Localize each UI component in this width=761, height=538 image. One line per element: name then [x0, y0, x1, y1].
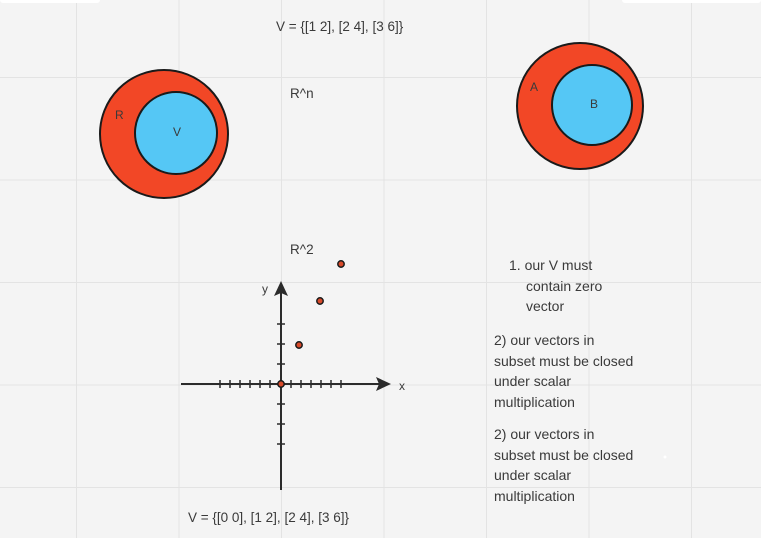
y-axis-arrowhead [274, 281, 288, 296]
note-line: 1. our V must [509, 257, 593, 273]
set-v-label: V [173, 125, 181, 139]
set-b-circle[interactable] [551, 64, 633, 146]
note-line: subset must be closed [494, 352, 634, 369]
note-line: contain zero [526, 277, 603, 294]
note-line: under scalar [494, 467, 572, 483]
top-edge-right [622, 0, 761, 3]
note-line: 2) our vectors in [494, 426, 595, 442]
note-line: under scalar [494, 373, 572, 389]
note-line: vector [526, 298, 565, 314]
note-line: multiplication [494, 487, 575, 504]
point-0-0[interactable] [277, 380, 285, 388]
note-zero-vector[interactable]: 1. our V must contain zero vector [509, 255, 602, 317]
point-3-6[interactable] [337, 260, 345, 268]
x-axis-label: x [399, 379, 405, 393]
note-line: subset must be closed [494, 446, 634, 463]
y-axis-ticks [277, 323, 285, 445]
note-line: multiplication [494, 393, 575, 410]
x-axis-arrowhead [376, 377, 391, 391]
y-axis-label: y [262, 282, 268, 296]
set-v-circle[interactable] [134, 91, 218, 175]
venn-right[interactable]: A B [516, 42, 644, 170]
vector-points[interactable] [277, 260, 345, 388]
coordinate-axes[interactable]: x y [181, 281, 405, 490]
r2-label[interactable]: R^2 [290, 242, 314, 257]
note-line: 2) our vectors in [494, 332, 595, 348]
top-formula[interactable]: V = {[1 2], [2 4], [3 6]} [276, 19, 404, 34]
bottom-formula[interactable]: V = {[0 0], [1 2], [2 4], [3 6]} [188, 510, 349, 525]
point-1-2[interactable] [295, 341, 303, 349]
venn-left[interactable]: R V [99, 69, 229, 199]
set-b-label: B [590, 97, 598, 111]
point-2-4[interactable] [316, 297, 324, 305]
x-axis-ticks [219, 380, 342, 388]
set-a-label: A [530, 80, 538, 94]
top-edge-left [0, 0, 100, 3]
note-scalar-closure-duplicate[interactable]: 2) our vectors in subset must be closed … [494, 424, 633, 506]
set-r-label: R [115, 108, 124, 122]
stray-dot [663, 455, 667, 459]
rn-label[interactable]: R^n [290, 86, 314, 101]
note-scalar-closure[interactable]: 2) our vectors in subset must be closed … [494, 330, 633, 412]
